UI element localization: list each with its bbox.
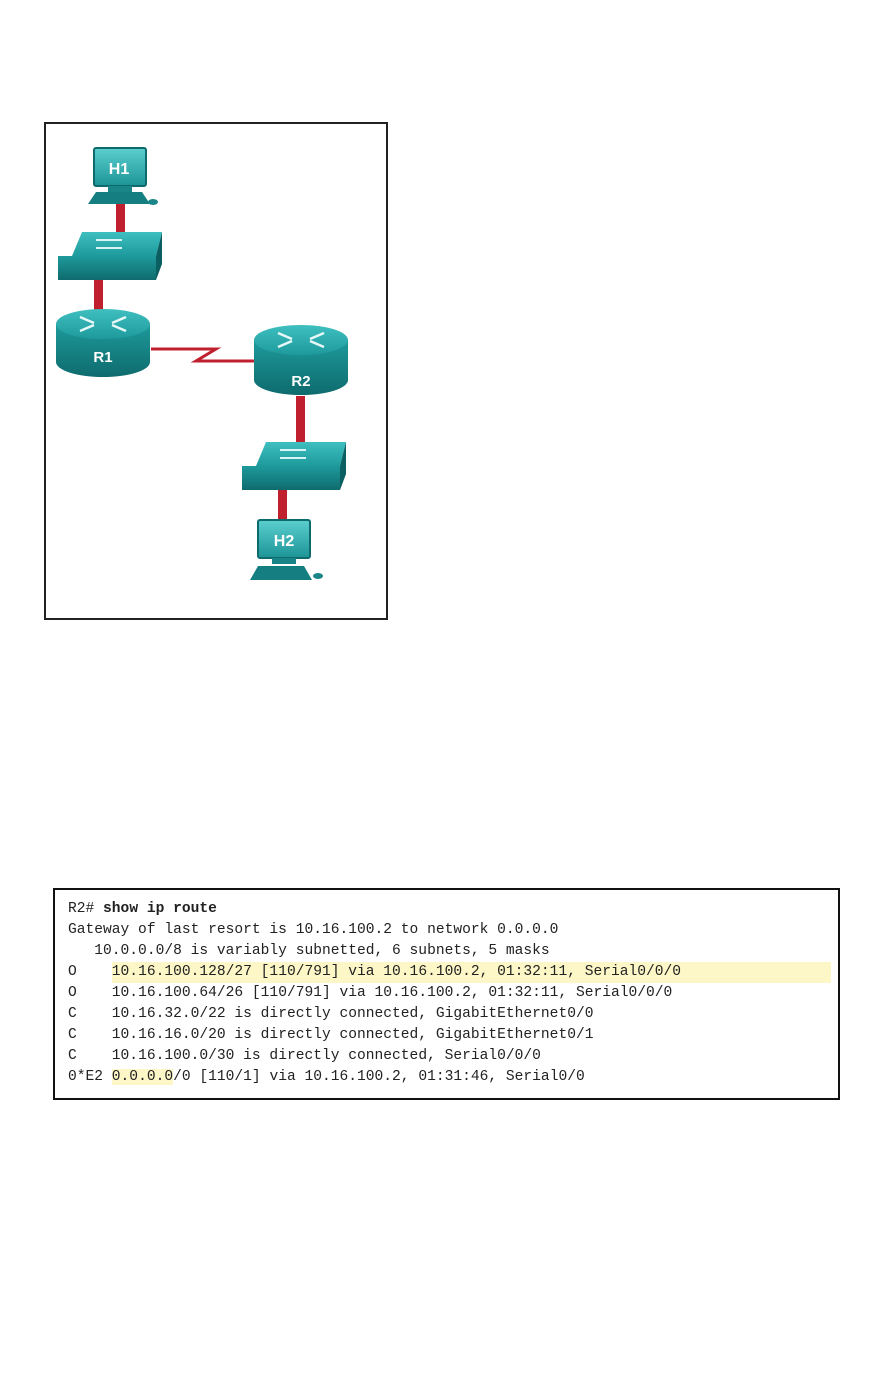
- show-ip-route-output: R2# show ip route Gateway of last resort…: [53, 888, 840, 1100]
- switch-1: [58, 232, 162, 280]
- route-code: C: [68, 1006, 104, 1022]
- route-entry: O 10.16.100.128/27 [110/791] via 10.16.1…: [68, 962, 838, 983]
- switch-2: [242, 442, 346, 490]
- link-h1-sw1: [116, 204, 125, 234]
- link-sw2-h2: [278, 488, 287, 520]
- h1-label: H1: [109, 161, 130, 178]
- switch-arrows-icon: [96, 239, 122, 249]
- route-code: C: [68, 1048, 104, 1064]
- r2-label: R2: [291, 373, 310, 390]
- router-arrows-icon: [79, 315, 127, 333]
- route-text: 10.16.16.0/20 is directly connected, Gig…: [111, 1027, 594, 1043]
- route-text-highlighted: 10.16.100.128/27 [110/791] via 10.16.100…: [111, 962, 831, 983]
- route-code: 0*E2: [68, 1069, 104, 1085]
- route-text: /0 [110/1] via 10.16.100.2, 01:31:46, Se…: [173, 1069, 585, 1085]
- route-text: 10.16.32.0/22 is directly connected, Gig…: [111, 1006, 594, 1022]
- route-code: O: [68, 985, 104, 1001]
- route-text: 10.16.100.64/26 [110/791] via 10.16.100.…: [111, 985, 673, 1001]
- route-entry: O 10.16.100.64/26 [110/791] via 10.16.10…: [68, 983, 838, 1004]
- cli-command: show ip route: [103, 901, 217, 917]
- router-r2: R2: [254, 325, 348, 395]
- route-text: 10.16.100.0/30 is directly connected, Se…: [111, 1048, 541, 1064]
- route-entry: C 10.16.32.0/22 is directly connected, G…: [68, 1004, 838, 1025]
- link-r2-sw2: [296, 396, 305, 444]
- subnet-summary-line: 10.0.0.0/8 is variably subnetted, 6 subn…: [68, 943, 550, 959]
- router-r1: R1: [56, 309, 150, 377]
- links: [94, 204, 305, 520]
- command-line: R2# show ip route: [68, 899, 838, 920]
- r1-label: R1: [93, 349, 112, 366]
- route-code: C: [68, 1027, 104, 1043]
- route-entry: C 10.16.100.0/30 is directly connected, …: [68, 1046, 838, 1067]
- host-h1: H1: [88, 147, 158, 205]
- gateway-line: Gateway of last resort is 10.16.100.2 to…: [68, 922, 559, 938]
- link-sw1-r1: [94, 279, 103, 315]
- default-route-entry: 0*E2 0.0.0.0/0 [110/1] via 10.16.100.2, …: [68, 1067, 838, 1088]
- route-code: O: [68, 964, 104, 980]
- h2-label: H2: [274, 533, 295, 550]
- network-topology-diagram: H1 R1: [44, 122, 388, 620]
- switch-arrows-icon: [280, 449, 306, 459]
- default-network-highlighted: 0.0.0.0: [111, 1069, 174, 1085]
- cli-prompt: R2#: [68, 901, 95, 917]
- serial-link-r1-r2: [151, 347, 256, 363]
- router-arrows-icon: [277, 331, 325, 349]
- route-entry: C 10.16.16.0/20 is directly connected, G…: [68, 1025, 838, 1046]
- host-h2: H2: [250, 519, 323, 580]
